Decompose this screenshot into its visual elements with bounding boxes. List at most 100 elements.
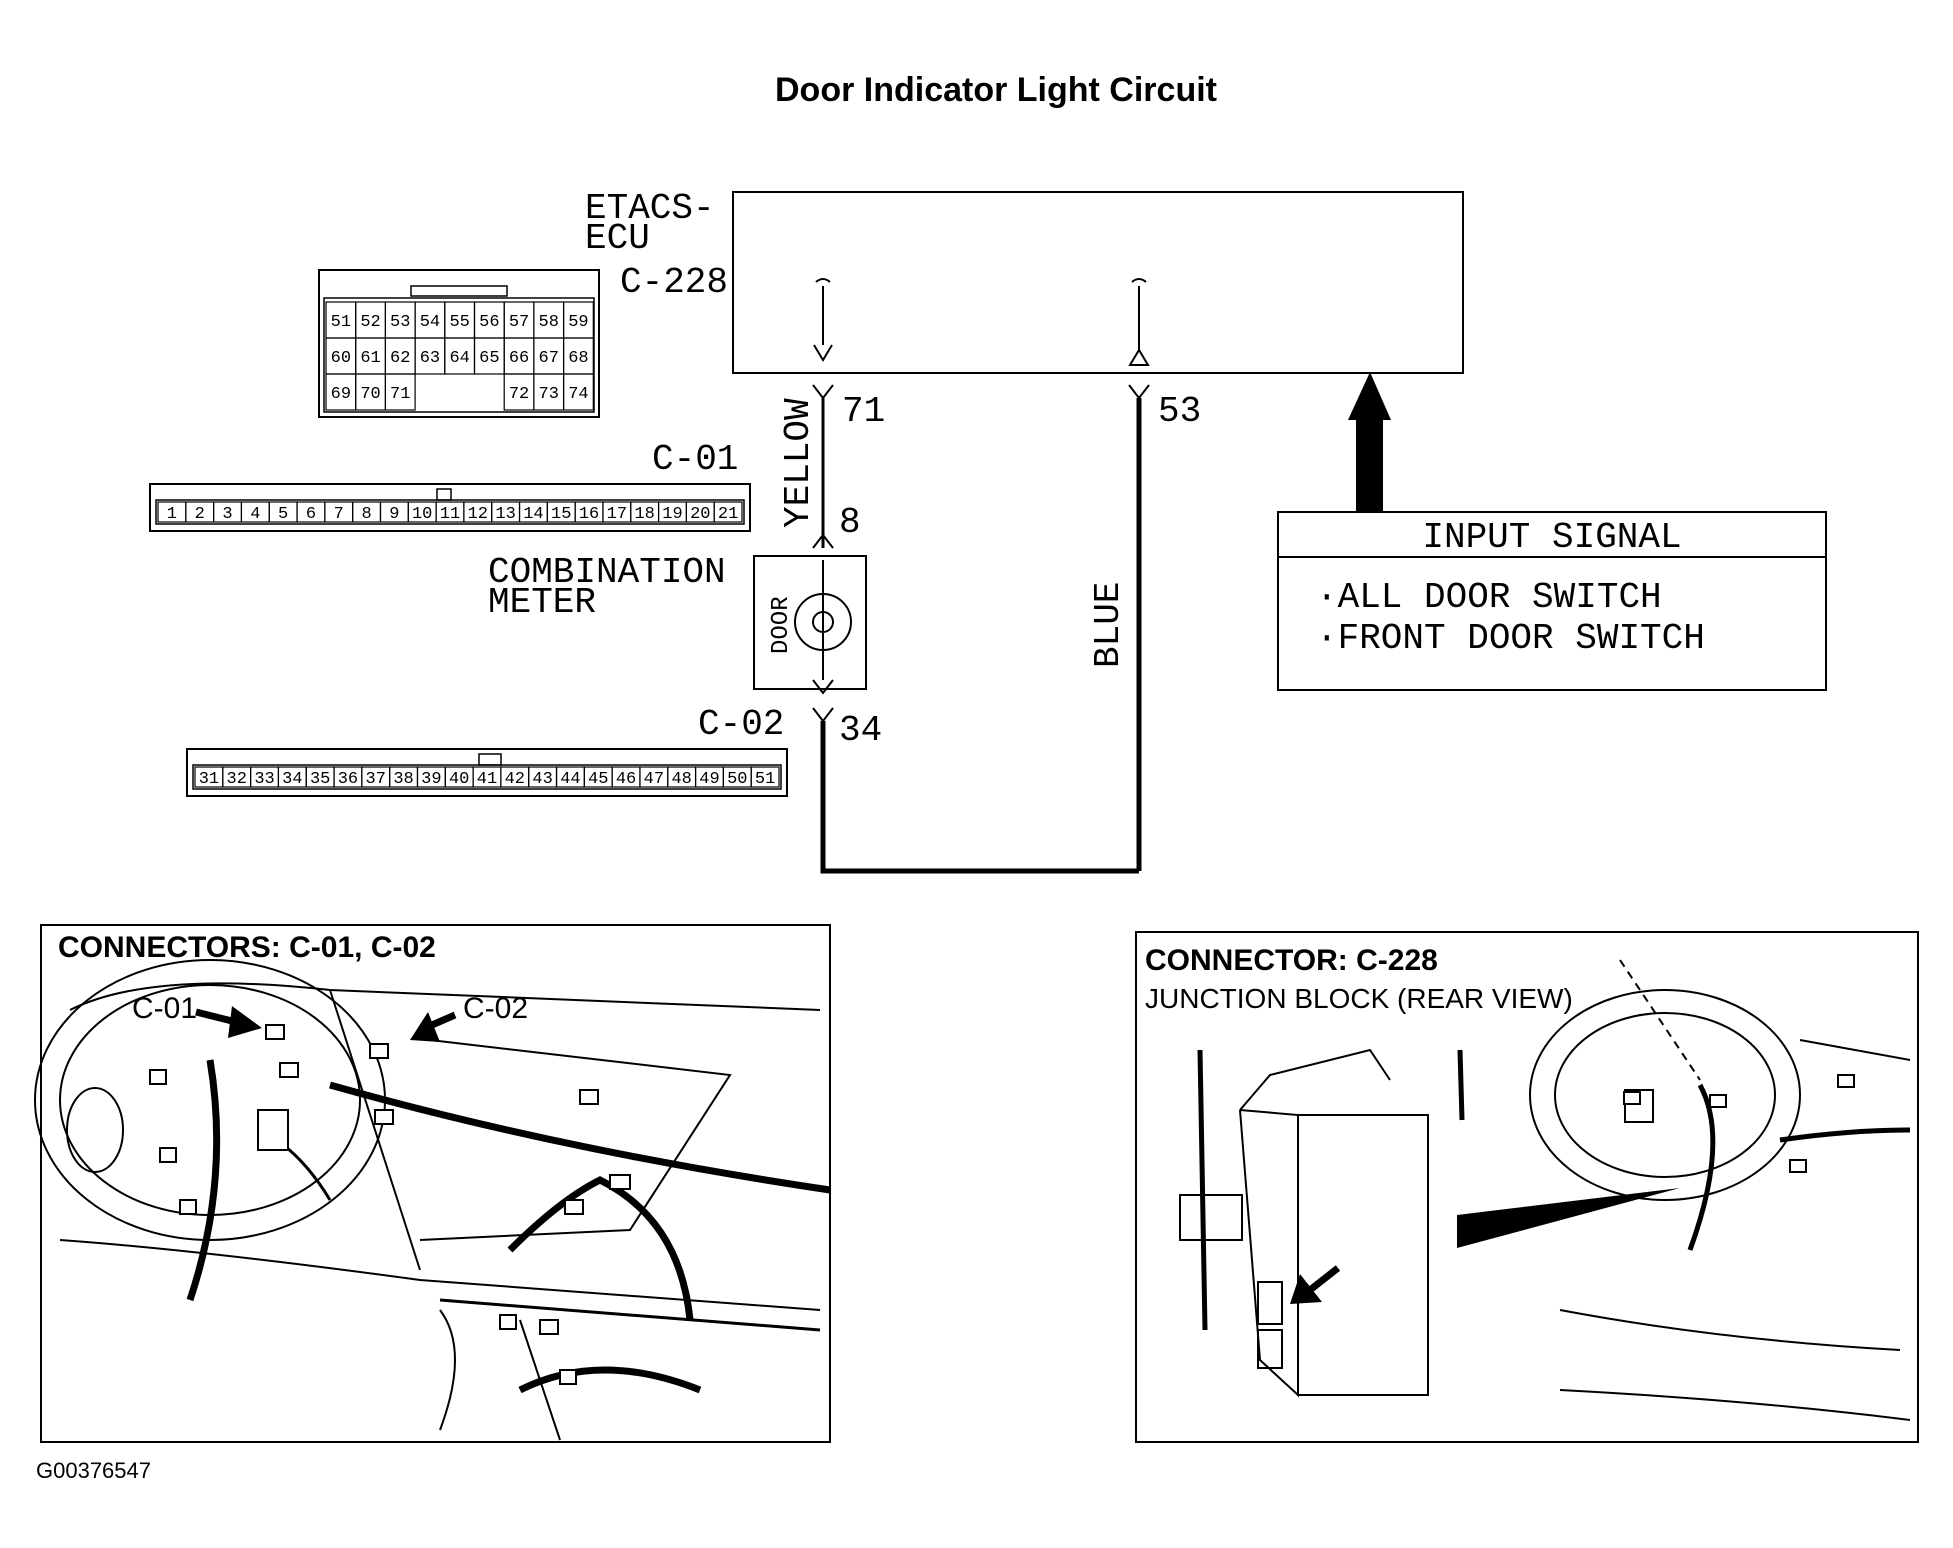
c01-pin-cell: 5 (268, 501, 298, 524)
c02-pin-cell: 35 (305, 766, 335, 789)
pin-number: 17 (607, 505, 627, 524)
yellow-wire-color-label: YELLOW (778, 398, 819, 528)
c228-pin-cell: 67 (533, 337, 565, 375)
c01-connector (149, 483, 751, 532)
c01-pin-cell: 9 (379, 501, 409, 524)
c02-pin-cell: 45 (583, 766, 613, 789)
right-panel-subtitle: JUNCTION BLOCK (REAR VIEW) (1145, 983, 1573, 1014)
c01-pin-cell: 12 (463, 501, 493, 524)
c02-pin-cell: 36 (333, 766, 363, 789)
c02-pin-cell: 49 (694, 766, 724, 789)
c228-pin-cell: 52 (355, 301, 387, 339)
c02-pin-cell: 38 (389, 766, 419, 789)
c228-pin-cell: 71 (384, 373, 416, 411)
pin-number: 5 (278, 505, 288, 524)
pin-number: 69 (331, 385, 351, 404)
c228-pin-cell: 53 (384, 301, 416, 339)
pin-number: 56 (479, 313, 499, 332)
pin-number: 60 (331, 349, 351, 368)
c02-pin-cell: 32 (222, 766, 252, 789)
pin-number: 15 (551, 505, 571, 524)
pin-number: 13 (495, 505, 515, 524)
yellow-pin-top: 71 (842, 391, 885, 432)
c228-pin-cell: 62 (384, 337, 416, 375)
pin-number: 16 (579, 505, 599, 524)
pin-number: 49 (699, 770, 719, 789)
pin-number: 58 (539, 313, 559, 332)
pin-number: 21 (718, 505, 738, 524)
pin-number: 3 (222, 505, 232, 524)
pin-number: 14 (523, 505, 543, 524)
pin-number: 6 (306, 505, 316, 524)
left-panel-callout-c02: C-02 (463, 992, 528, 1025)
pin-number: 74 (568, 385, 588, 404)
pin-number: 43 (532, 770, 552, 789)
blue-pin-top: 53 (1158, 391, 1201, 432)
pin-number: 44 (560, 770, 580, 789)
c228-pin-cell: 70 (355, 373, 387, 411)
c228-pin-cell: 56 (473, 301, 505, 339)
c228-pin-cell: 54 (414, 301, 446, 339)
pin-number: 52 (360, 313, 380, 332)
pin-number: 8 (361, 505, 371, 524)
meter-name-line2: METER (488, 582, 596, 623)
ecu-connector-label: C-228 (620, 262, 728, 303)
c228-location-panel (1135, 931, 1919, 1443)
door-lamp-icon (794, 593, 852, 651)
c01-pin-cell: 19 (657, 501, 687, 524)
c228-pin-cell: 63 (414, 337, 446, 375)
c228-pin-cell: 73 (533, 373, 565, 411)
c02-callout-arrow-icon (410, 1011, 457, 1042)
pin-number: 55 (449, 313, 469, 332)
ecu-name-line2: ECU (585, 218, 650, 259)
c02-pin-cell: 48 (667, 766, 697, 789)
c01-pin-cell: 6 (296, 501, 326, 524)
diagram-title: Door Indicator Light Circuit (775, 71, 1217, 109)
pin-number: 37 (366, 770, 386, 789)
pin-number: 1 (167, 505, 177, 524)
pin-number: 42 (505, 770, 525, 789)
c02-connector (186, 748, 788, 797)
pin-number: 39 (421, 770, 441, 789)
c01-pin-cell: 16 (574, 501, 604, 524)
c01-label: C-01 (652, 439, 738, 480)
c228-pin-cell: 66 (503, 337, 535, 375)
pin-number: 32 (227, 770, 247, 789)
pin-number: 63 (420, 349, 440, 368)
c02-pin-cell: 40 (444, 766, 474, 789)
left-panel-title: CONNECTORS: C-01, C-02 (58, 931, 436, 964)
c02-pin-cell: 41 (472, 766, 502, 789)
pin-number: 12 (468, 505, 488, 524)
pin-number: 66 (509, 349, 529, 368)
c01-pin-cell: 20 (685, 501, 715, 524)
pin-number: 41 (477, 770, 497, 789)
pin-number: 47 (644, 770, 664, 789)
pin-number: 72 (509, 385, 529, 404)
c02-pin-cell: 46 (611, 766, 641, 789)
c228-pin-cell: 68 (562, 337, 594, 375)
pin-number: 50 (727, 770, 747, 789)
c01-pin-cell: 3 (213, 501, 243, 524)
c228-pin-cell: 58 (533, 301, 565, 339)
c228-pin-cell: 60 (325, 337, 357, 375)
c228-pin-cell: 57 (503, 301, 535, 339)
c01-pin-cell: 17 (602, 501, 632, 524)
blue-wire (1128, 384, 1150, 871)
pin-number: 59 (568, 313, 588, 332)
pin-number: 46 (616, 770, 636, 789)
pin-number: 20 (690, 505, 710, 524)
c228-pin-cell: 69 (325, 373, 357, 411)
combination-meter-box (753, 555, 867, 690)
c02-pin-cell: 37 (361, 766, 391, 789)
pin-number: 19 (662, 505, 682, 524)
ecu-input-symbol (1128, 278, 1150, 366)
c228-pin-cell: 51 (325, 301, 357, 339)
input-signal-item-2: ·FRONT DOOR SWITCH (1316, 618, 1705, 659)
left-panel-callout-c01: C-01 (132, 992, 197, 1025)
c228-pointer-wedge-icon (1457, 1188, 1680, 1248)
pin-number: 45 (588, 770, 608, 789)
c02-pin-cell: 44 (555, 766, 585, 789)
